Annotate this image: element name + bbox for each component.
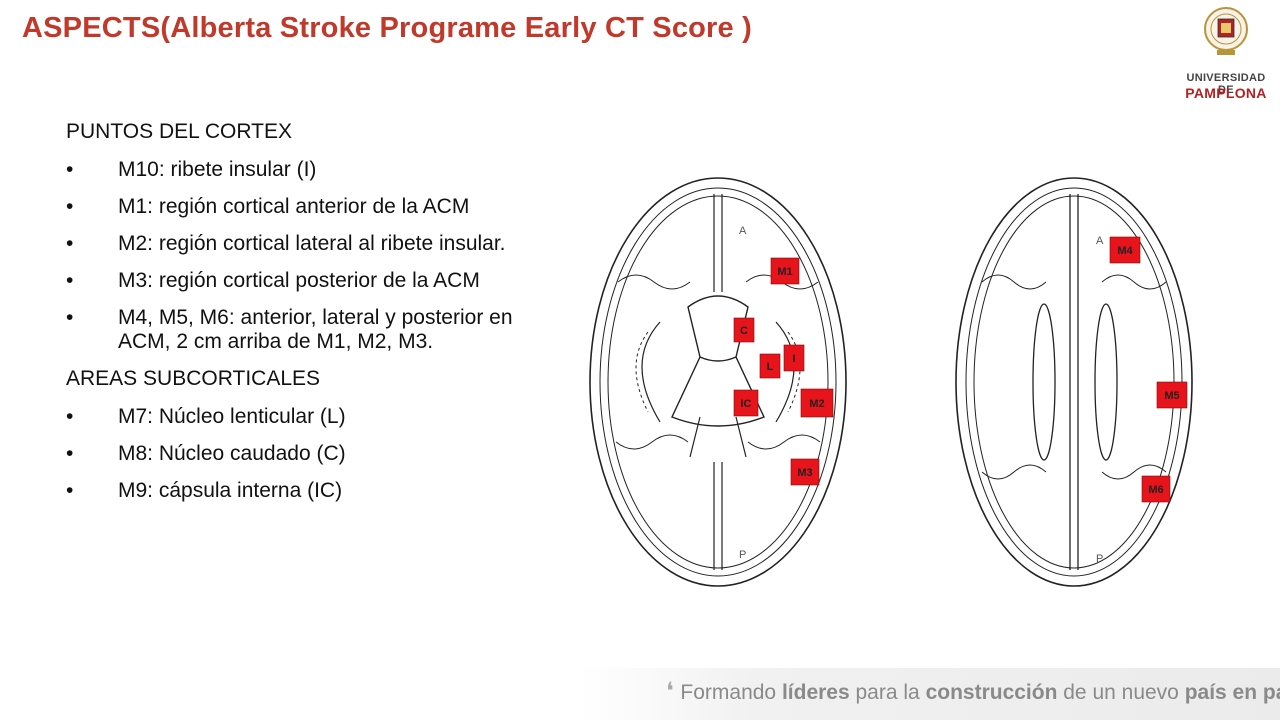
- footer-part: Formando: [680, 681, 782, 704]
- region-label-box-m3: [790, 458, 820, 486]
- region-label-m3: M3: [797, 467, 812, 479]
- drop-icon: ❛: [666, 678, 681, 705]
- region-label-l: L: [767, 361, 774, 373]
- region-label-box-l: [759, 353, 781, 379]
- footer-part: país en paz: [1184, 681, 1280, 704]
- list-item-text: M7: Núcleo lenticular (L): [118, 405, 346, 428]
- logo-line1: UNIVERSIDAD DE: [1186, 72, 1266, 96]
- list-item-text: M1: región cortical anterior de la ACM: [118, 195, 470, 218]
- slide-title: ASPECTS(Alberta Stroke Programe Early CT…: [22, 12, 752, 44]
- footer-part: construcción: [925, 681, 1058, 704]
- list-item: • M9: cápsula interna (IC): [66, 479, 536, 503]
- logo-line2: PAMPLONA: [1185, 85, 1267, 101]
- bullet-icon: •: [66, 442, 74, 465]
- footer-band: [580, 668, 1280, 720]
- region-label-i: I: [792, 353, 795, 365]
- region-label-box-m2: [800, 388, 834, 418]
- footer-part: líderes: [781, 681, 850, 704]
- list-item: • M7: Núcleo lenticular (L): [66, 405, 536, 429]
- anterior-letter-right: A: [1096, 235, 1104, 247]
- region-label-m4: M4: [1117, 245, 1133, 257]
- region-label-box-i: [783, 344, 805, 372]
- heading-cortex: PUNTOS DEL CORTEX: [66, 120, 292, 143]
- list-item-text: M4, M5, M6: anterior, lateral y posterio…: [118, 306, 513, 353]
- region-label-ic: IC: [741, 398, 752, 410]
- heading-subcortical: AREAS SUBCORTICALES: [66, 367, 321, 390]
- region-label-m5: M5: [1164, 390, 1179, 402]
- bullet-icon: •: [66, 306, 74, 329]
- footer-slogan: ❛ Formando líderes para la construcción …: [666, 677, 1280, 706]
- list-item: • M4, M5, M6: anterior, lateral y posteri…: [66, 306, 536, 354]
- bullet-icon: •: [66, 269, 74, 292]
- bullet-icon: •: [66, 158, 74, 181]
- list-item: • M3: región cortical posterior de la ACM: [66, 269, 536, 293]
- bullet-icon: •: [66, 195, 74, 218]
- bullet-icon: •: [66, 232, 74, 255]
- list-item: • M2: región cortical lateral al ribete i…: [66, 232, 536, 256]
- region-label-m6: M6: [1148, 484, 1163, 496]
- posterior-letter-right: P: [1096, 553, 1103, 565]
- anterior-letter-left: A: [739, 225, 747, 237]
- region-label-box-m1: [770, 257, 800, 285]
- region-label-box-m6: [1141, 475, 1171, 503]
- bullet-icon: •: [66, 479, 74, 502]
- brain-slice-supraganglionic: [955, 177, 1193, 587]
- content-body: PUNTOS DEL CORTEX • M10: ribete insular (…: [66, 120, 536, 516]
- footer-part: para la: [849, 681, 926, 704]
- list-item-text: M3: región cortical posterior de la ACM: [118, 269, 480, 292]
- list-item: • M10: ribete insular (I): [66, 158, 536, 182]
- list-item-text: M10: ribete insular (I): [118, 158, 317, 181]
- region-label-box-m4: [1109, 236, 1141, 264]
- region-label-c: C: [740, 325, 748, 337]
- university-logo: UNIVERSIDAD DE PAMPLONA: [1185, 6, 1267, 102]
- posterior-letter-left: P: [739, 549, 746, 561]
- list-item-text: M8: Núcleo caudado (C): [118, 442, 346, 465]
- footer-part: de un nuevo: [1057, 681, 1185, 704]
- list-item-text: M9: cápsula interna (IC): [118, 479, 343, 502]
- region-label-box-ic: [733, 389, 759, 417]
- bullet-icon: •: [66, 405, 74, 428]
- list-item-text: M2: región cortical lateral al ribete in…: [118, 232, 506, 255]
- region-label-box-c: [733, 317, 755, 343]
- region-label-m2: M2: [809, 398, 824, 410]
- brain-slice-ganglionic: [589, 177, 847, 587]
- list-item: • M8: Núcleo caudado (C): [66, 442, 536, 466]
- region-label-box-m5: [1156, 381, 1188, 409]
- region-label-m1: M1: [777, 266, 792, 278]
- crest-icon: [1204, 7, 1248, 55]
- list-item: • M1: región cortical anterior de la ACM: [66, 195, 536, 219]
